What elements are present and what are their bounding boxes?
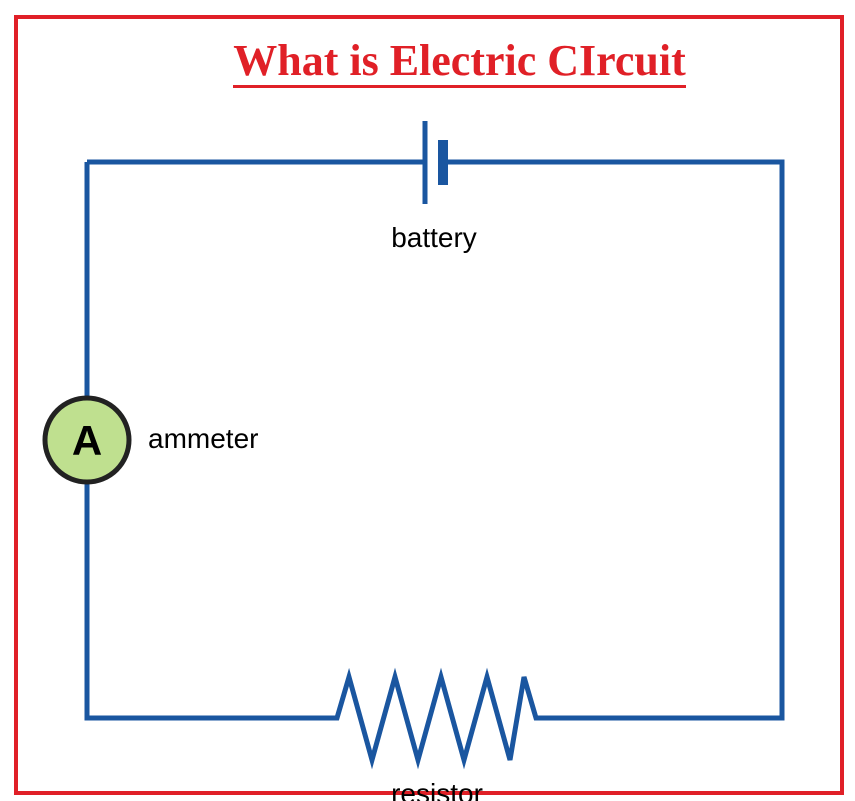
diagram-title-wrap: What is Electric CIrcuit — [0, 36, 855, 88]
ammeter-circle — [42, 395, 132, 485]
resistor-zigzag — [326, 667, 548, 770]
wire-left-lower — [84, 482, 326, 721]
outer-frame — [14, 15, 844, 795]
battery-label: battery — [391, 222, 477, 253]
wire-top-right — [443, 159, 785, 721]
ammeter-label: ammeter — [148, 423, 258, 454]
diagram-title: What is Electric CIrcuit — [233, 36, 686, 88]
ammeter-symbol: A — [72, 417, 102, 464]
resistor-label: resistor — [391, 778, 483, 801]
